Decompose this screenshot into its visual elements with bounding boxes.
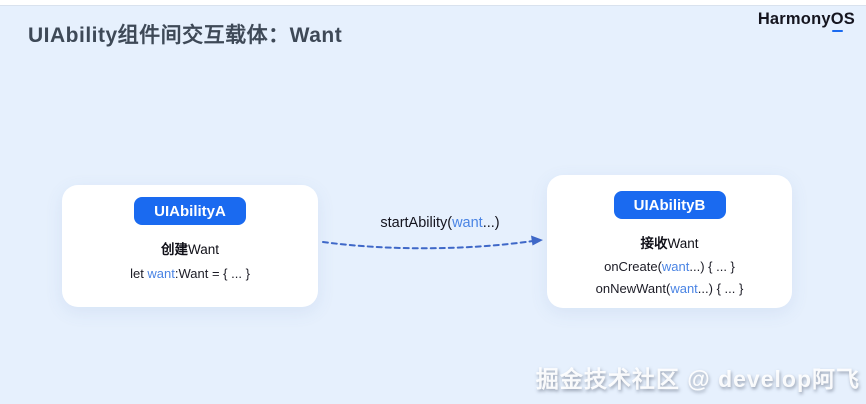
code-post: ...) { ... } bbox=[697, 281, 744, 296]
label-keyword: want bbox=[452, 215, 483, 231]
top-divider bbox=[0, 0, 866, 6]
subtitle-zh: 接收 bbox=[640, 236, 668, 251]
logo-text-part3: S bbox=[843, 10, 855, 28]
label-pre: startAbility( bbox=[380, 215, 453, 231]
uiability-a-subtitle: 创建Want bbox=[161, 238, 219, 258]
code-post: :Want = { ... } bbox=[174, 266, 250, 281]
start-ability-label: startAbility(want...) bbox=[330, 215, 550, 231]
uiability-b-code-line-onnewwant: onNewWant(want...) { ... } bbox=[596, 281, 744, 296]
code-pre: let bbox=[130, 266, 148, 281]
code-keyword: want bbox=[147, 266, 175, 281]
uiability-a-code-line: let want:Want = { ... } bbox=[130, 266, 250, 281]
code-pre: onCreate( bbox=[604, 259, 662, 274]
subtitle-en: Want bbox=[667, 236, 699, 251]
subtitle-zh: 创建 bbox=[160, 242, 188, 257]
page-title: UIAbility组件间交互载体：Want bbox=[28, 24, 343, 47]
label-post: ...) bbox=[482, 215, 500, 231]
watermark: 掘金技术社区 @ develop阿飞 bbox=[535, 366, 860, 392]
uiability-a-card: UIAbilityA 创建Want let want:Want = { ... … bbox=[62, 185, 318, 307]
logo-text-part2-underlined: O bbox=[830, 10, 844, 32]
uiability-a-button: UIAbilityA bbox=[134, 197, 246, 225]
code-keyword: want bbox=[661, 259, 690, 274]
uiability-b-subtitle: 接收Want bbox=[640, 232, 698, 252]
uiability-b-code-line-oncreate: onCreate(want...) { ... } bbox=[604, 259, 735, 274]
uiability-b-card: UIAbilityB 接收Want onCreate(want...) { ..… bbox=[547, 175, 792, 308]
harmonyos-logo: HarmonyOS bbox=[757, 10, 855, 32]
logo-text-part1: Harmony bbox=[757, 10, 831, 28]
arrowhead-icon bbox=[531, 235, 543, 246]
code-pre: onNewWant( bbox=[595, 281, 671, 296]
code-post: ...) { ... } bbox=[689, 259, 735, 274]
code-keyword: want bbox=[670, 281, 698, 296]
uiability-b-button: UIAbilityB bbox=[613, 191, 726, 219]
subtitle-en: Want bbox=[187, 242, 219, 257]
